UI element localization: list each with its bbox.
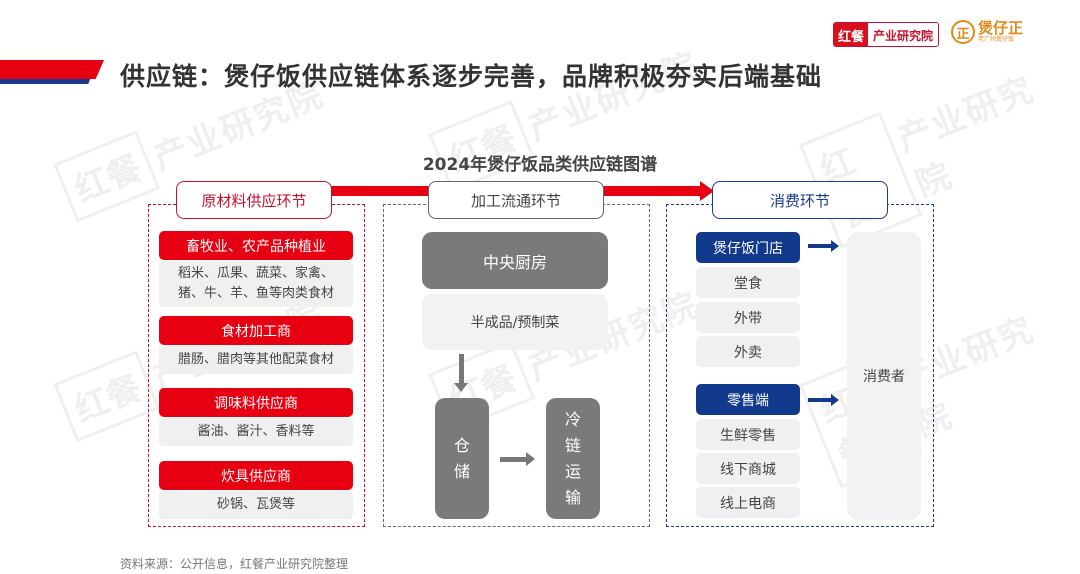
raw-group-body: 腊肠、腊肉等其他配菜食材 (159, 346, 353, 374)
baozaiwang-logo: 正 煲仔正 老广州煲仔饭 (951, 20, 1023, 44)
arrow-right-icon (808, 244, 832, 248)
store-channel-item: 外卖 (696, 336, 800, 367)
retail-channel-item: 线下商城 (696, 453, 800, 484)
diagram-title: 2024年煲仔饭品类供应链图谱 (422, 155, 658, 175)
raw-group-body: 砂锅、瓦煲等 (159, 491, 353, 519)
baozaiwang-subtitle: 老广州煲仔饭 (978, 36, 1015, 43)
arrow-down-icon (459, 354, 464, 384)
stage-header-raw-material: 原材料供应环节 (176, 181, 332, 219)
arrow-right-head-icon (831, 394, 839, 406)
hongcan-logo-text: 产业研究院 (868, 23, 939, 46)
hongcan-logo-mark: 红餐 (834, 23, 869, 46)
consumer-box: 消费者 (847, 232, 921, 520)
stage-header-consumption: 消费环节 (712, 181, 888, 219)
raw-group-head: 炊具供应商 (159, 461, 353, 490)
retail-channel-item: 线上电商 (696, 487, 800, 518)
cold-chain-box: 冷 链 运 输 (546, 398, 600, 519)
raw-group-head: 畜牧业、农产品种植业 (159, 231, 353, 260)
raw-group-body: 酱油、酱汁、香料等 (159, 418, 353, 446)
stage-header-processing: 加工流通环节 (428, 181, 604, 219)
baozaiwang-name: 煲仔正 (978, 19, 1024, 37)
arrow-down-head-icon (454, 383, 468, 392)
raw-group-body: 稻米、瓜果、蔬菜、家禽、 猪、牛、羊、鱼等肉类食材 (159, 261, 353, 307)
store-channel-item: 堂食 (696, 267, 800, 298)
retail-channel-head: 零售端 (696, 384, 800, 415)
arrow-right-icon (808, 398, 832, 402)
baozaiwang-seal-icon: 正 (951, 20, 975, 44)
arrow-right-head-icon (831, 240, 839, 252)
semi-finished-box: 半成品/预制菜 (422, 294, 608, 350)
store-channel-item: 外带 (696, 302, 800, 333)
store-channel-head: 煲仔饭门店 (696, 232, 800, 263)
arrow-right-icon (500, 457, 526, 462)
flow-arrow-head-icon (700, 181, 714, 201)
raw-group-head: 调味料供应商 (159, 388, 353, 417)
arrow-right-head-icon (526, 452, 535, 466)
storage-box: 仓 储 (435, 398, 489, 519)
header-accent-bar-red (0, 60, 104, 79)
page-title: 供应链：煲仔饭供应链体系逐步完善，品牌积极夯实后端基础 (120, 62, 823, 91)
retail-channel-item: 生鲜零售 (696, 419, 800, 450)
hongcan-logo: 红餐 产业研究院 (833, 22, 940, 47)
raw-group-head: 食材加工商 (159, 316, 353, 345)
central-kitchen-box: 中央厨房 (422, 232, 608, 289)
source-note: 资料来源：公开信息，红餐产业研究院整理 (120, 557, 349, 571)
